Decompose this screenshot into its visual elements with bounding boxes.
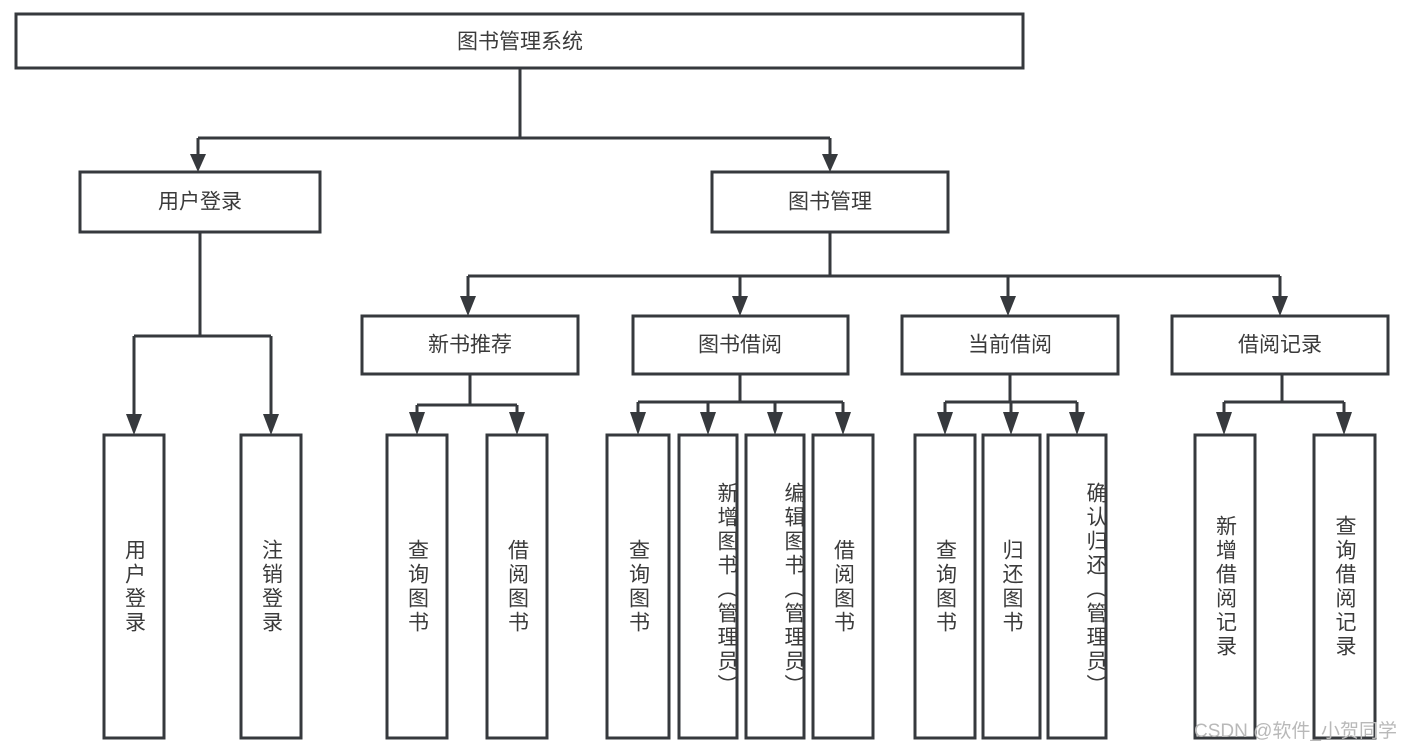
arrowhead-user-login <box>190 154 206 172</box>
arrowhead-new-book-rec <box>460 296 476 316</box>
leaf-box-nbr-query-book[interactable] <box>385 433 449 740</box>
node-current-borrow[interactable]: 当前借阅 <box>900 314 1120 376</box>
connector-layer <box>126 68 1352 435</box>
node-book-borrow-label: 图书借阅 <box>698 334 782 357</box>
node-book-management-label: 图书管理 <box>788 191 872 214</box>
leaf-box-cb-confirm-return-admin[interactable] <box>1046 433 1108 740</box>
arrowhead-cb-leaf-2 <box>1003 412 1019 435</box>
arrowhead-nbr-leaf-2 <box>509 412 525 435</box>
arrowhead-book-borrow <box>732 296 748 316</box>
node-new-book-recommend[interactable]: 新书推荐 <box>360 314 580 376</box>
leaf-box-bb-query-book[interactable] <box>605 433 671 740</box>
node-user-login[interactable]: 用户登录 <box>78 170 322 234</box>
leaf-box-bb-borrow-book[interactable] <box>811 433 875 740</box>
node-root-system[interactable]: 图书管理系统 <box>14 12 1025 70</box>
node-borrow-record-box[interactable] <box>1170 314 1390 376</box>
node-current-borrow-label: 当前借阅 <box>968 334 1052 357</box>
node-new-book-recommend-label: 新书推荐 <box>428 334 512 357</box>
node-root-box[interactable] <box>14 12 1025 70</box>
arrowhead-br-leaf-1 <box>1216 412 1232 435</box>
leaf-box-cb-query-book[interactable] <box>913 433 977 740</box>
arrowhead-bb-leaf-2 <box>700 412 716 435</box>
leaf-box-br-query-record[interactable] <box>1312 433 1377 740</box>
node-book-management[interactable]: 图书管理 <box>710 170 950 234</box>
leaf-box-layer <box>102 433 1377 740</box>
node-book-borrow-box[interactable] <box>631 314 850 376</box>
arrowhead-current-borrow <box>1000 296 1016 316</box>
node-book-management-box[interactable] <box>710 170 950 234</box>
arrowhead-cb-leaf-3 <box>1069 412 1085 435</box>
node-user-login-label: 用户登录 <box>158 191 242 214</box>
node-current-borrow-box[interactable] <box>900 314 1120 376</box>
leaf-box-bb-edit-book-admin[interactable] <box>744 433 806 740</box>
arrowhead-nbr-leaf-1 <box>409 412 425 435</box>
node-borrow-record[interactable]: 借阅记录 <box>1170 314 1390 376</box>
arrowhead-br-leaf-2 <box>1336 412 1352 435</box>
leaf-box-user-login[interactable] <box>102 433 166 740</box>
arrowhead-bb-leaf-1 <box>630 412 646 435</box>
node-book-borrow[interactable]: 图书借阅 <box>631 314 850 376</box>
node-user-login-box[interactable] <box>78 170 322 234</box>
leaf-box-br-add-record[interactable] <box>1193 433 1257 740</box>
leaf-box-bb-add-book-admin[interactable] <box>677 433 739 740</box>
arrowhead-bb-leaf-3 <box>767 412 783 435</box>
arrowhead-borrow-record <box>1272 296 1288 316</box>
node-new-book-recommend-box[interactable] <box>360 314 580 376</box>
leaf-box-cb-return-book[interactable] <box>981 433 1042 740</box>
node-borrow-record-label: 借阅记录 <box>1238 334 1322 357</box>
arrowhead-leaf-logout-login <box>263 414 279 435</box>
arrowhead-cb-leaf-1 <box>937 412 953 435</box>
csdn-watermark: CSDN @软件_小贺同学 <box>1194 721 1397 742</box>
leaf-box-logout-login[interactable] <box>239 433 303 740</box>
arrowhead-bb-leaf-4 <box>835 412 851 435</box>
arrowhead-book-mgmt <box>822 154 838 172</box>
leaf-box-nbr-borrow-book[interactable] <box>485 433 549 740</box>
arrowhead-leaf-user-login <box>126 414 142 435</box>
node-root-label: 图书管理系统 <box>457 31 583 54</box>
